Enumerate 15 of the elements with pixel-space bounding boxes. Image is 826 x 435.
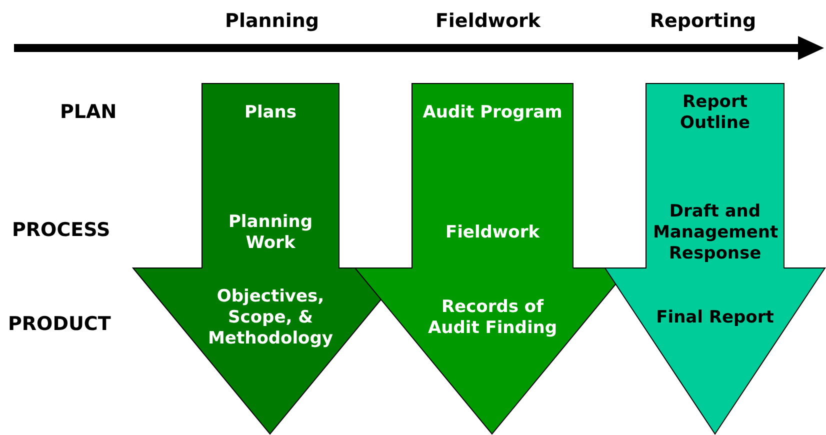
process-text: Draft and Management Response bbox=[653, 202, 777, 264]
row-heading: PLAN bbox=[60, 101, 117, 123]
product-text: Objectives, Scope, & Methodology bbox=[207, 286, 334, 350]
row-heading: PRODUCT bbox=[8, 313, 111, 335]
plan-text: Plans bbox=[244, 102, 298, 124]
plan-text: Report Outline bbox=[679, 92, 751, 134]
process-text: Planning Work bbox=[227, 212, 314, 254]
row-heading: PROCESS bbox=[12, 219, 110, 241]
process-text: Fieldwork bbox=[444, 222, 541, 244]
plan-text: Audit Program bbox=[422, 102, 564, 124]
product-text: Records of Audit Finding bbox=[426, 297, 558, 339]
phase-heading: Reporting bbox=[650, 10, 756, 32]
product-text: Final Report bbox=[655, 308, 775, 328]
phase-heading: Fieldwork bbox=[435, 10, 541, 32]
phase-heading: Planning bbox=[225, 10, 319, 32]
